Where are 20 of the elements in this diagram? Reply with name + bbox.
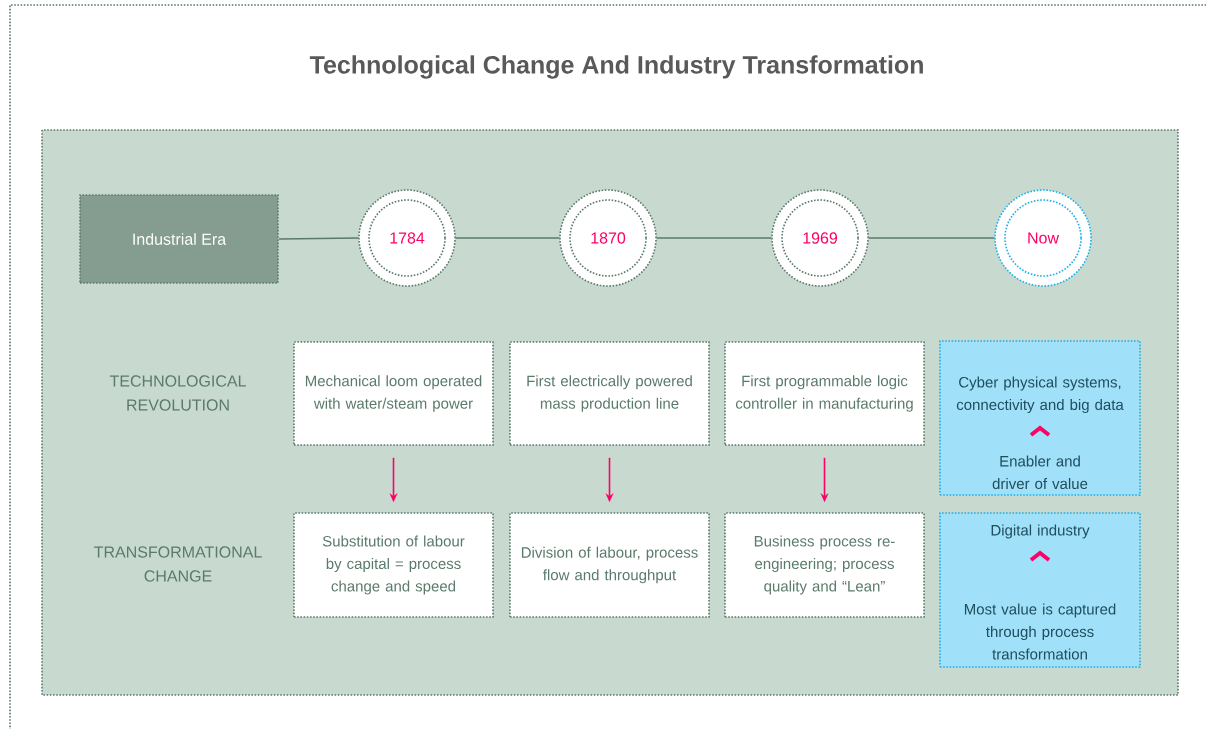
highlight-box: Cyber physical systems, connectivity and big data Enabler and driver of value (939, 340, 1141, 496)
text-box: First electrically powered mass production line (509, 341, 710, 446)
row-label: TECHNOLOGICAL REVOLUTION (109, 375, 246, 411)
text-box: Substitution of labour by capital = process change and speed (293, 512, 494, 618)
highlight-box: Digital industry Most value is captured through process transformation (939, 512, 1141, 668)
era-box: Industrial Era (79, 194, 279, 284)
timeline-line (278, 237, 359, 240)
node-label: Cyber physical systems, connectivity and big data (956, 376, 1124, 414)
node-label: Most value is captured through process transformation (964, 603, 1116, 660)
timeline-line (455, 237, 560, 239)
node-label: Digital industry (991, 524, 1090, 539)
node-label: Enabler and driver of value (992, 455, 1088, 490)
row-label: TRANSFORMATIONAL CHANGE (94, 546, 262, 582)
text-box: Division of labour, process flow and throughput (509, 512, 710, 618)
title: Technological Change And Industry Transformation (309, 55, 923, 79)
timeline-line (656, 237, 772, 239)
text-box: Business process re-engineering; process quality and “Lean” (724, 512, 925, 618)
text-box: Mechanical loom operated with water/steam power (293, 341, 494, 446)
timeline-line (868, 237, 995, 239)
text-box: First programmable logic controller in manufacturing (724, 341, 925, 446)
